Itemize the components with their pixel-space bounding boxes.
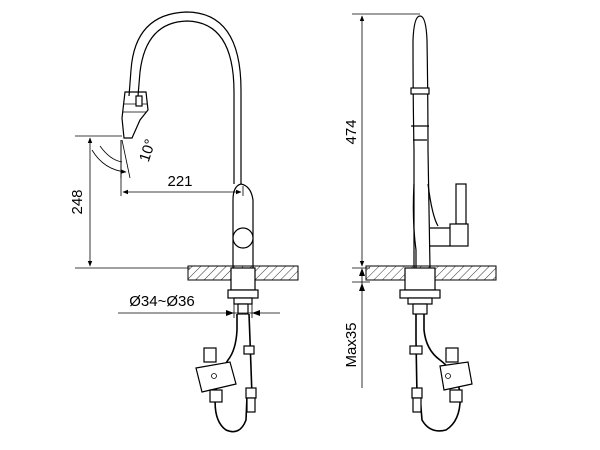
clamp-bottom-front <box>209 389 223 403</box>
clamp-top-front <box>203 347 217 363</box>
handle-lever-side <box>455 183 467 225</box>
dim-474-label: 474 <box>343 119 360 144</box>
spray-collar-side <box>410 87 430 95</box>
spout-inner-front <box>137 20 235 184</box>
handle-knob-front <box>232 227 254 249</box>
clamp-bracket-side <box>439 361 473 391</box>
spout-side <box>412 15 431 269</box>
hose-nut-left <box>243 345 255 355</box>
dim-221-label: 221 <box>167 173 192 190</box>
side-view: 474 Max35 <box>343 13 497 432</box>
mount-base-front <box>230 267 256 291</box>
dim-angle-arc2 <box>99 145 123 163</box>
clamp-screw-side <box>445 373 451 379</box>
handle-cap-side <box>449 223 469 247</box>
hose-right-front <box>248 313 253 397</box>
hose-nut-right <box>245 387 257 399</box>
dim-hole-arrow-left <box>226 310 234 316</box>
mount-base-side <box>404 267 436 291</box>
spout-outer-front <box>128 11 242 184</box>
dim-hole-arrow-right <box>252 310 260 316</box>
mount-stem-side <box>412 303 428 315</box>
spray-head-front <box>121 91 149 139</box>
faucet-body-front <box>232 183 254 268</box>
hose-nut-end <box>246 397 256 413</box>
handle-neck-side <box>430 227 450 247</box>
mount-stem-front <box>237 303 249 315</box>
faucet-body-side <box>412 183 439 268</box>
spray-button <box>135 95 143 107</box>
mount-washer-front <box>233 297 253 305</box>
mount-washer-side <box>407 297 433 305</box>
dim-max35-arrow-bottom <box>359 283 365 291</box>
clamp-bottom-side <box>449 389 463 403</box>
dim-hole-label: Ø34~Ø36 <box>129 293 194 310</box>
dim-max35-label: Max35 <box>343 322 360 367</box>
dim-angle-tilted <box>121 139 131 179</box>
hose-nut-left-side <box>409 345 423 355</box>
clamp-screw-front <box>211 373 217 379</box>
clamp-top-side <box>445 347 459 363</box>
dim-angle-label: 10° <box>136 137 159 164</box>
dim-max35-arrow-top <box>359 268 365 276</box>
hose-left-side <box>415 314 418 397</box>
front-view: 248 221 10° Ø34~Ø36 <box>69 11 299 433</box>
mount-nut-front <box>227 289 259 299</box>
dim-angle-arc <box>91 149 127 174</box>
hose-nut-bottom-side <box>411 387 423 399</box>
hose-nut-end-side <box>412 397 422 413</box>
mount-nut-side <box>399 289 441 299</box>
dim-248-label: 248 <box>69 189 86 214</box>
